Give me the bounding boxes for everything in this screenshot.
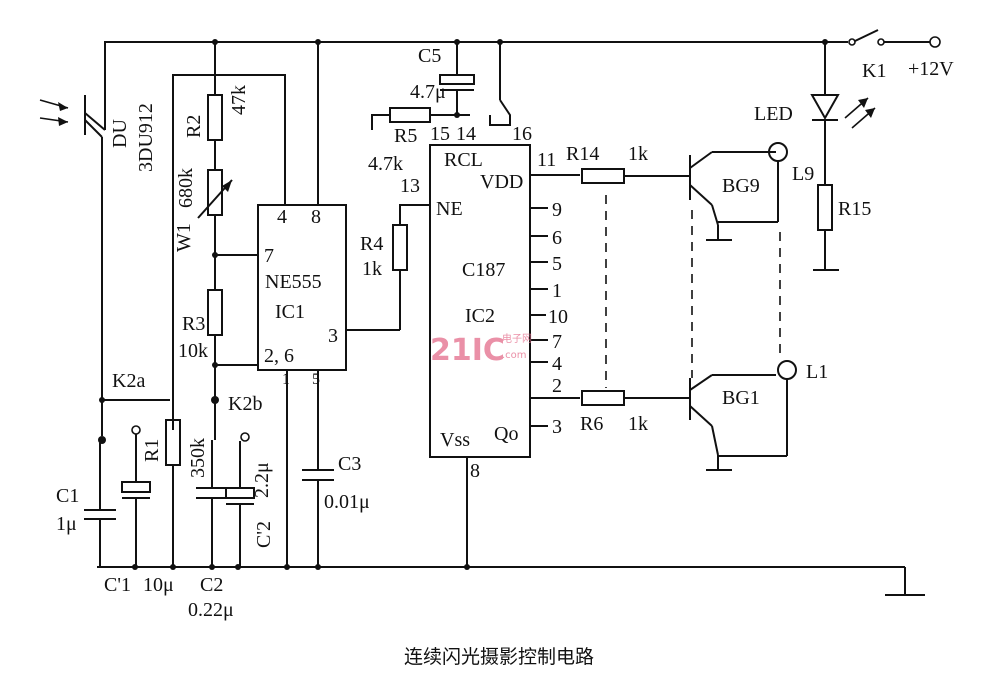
k2b-network: K2b 350k 2.2μ C'2 C2 0.22μ bbox=[187, 393, 275, 621]
ic2-pin4: 4 bbox=[552, 353, 562, 375]
c2-value: 0.22μ bbox=[188, 599, 234, 621]
c1p-value: 10μ bbox=[143, 574, 174, 596]
top-rail bbox=[104, 39, 848, 205]
ic2-qo: Qo bbox=[494, 423, 518, 445]
bg9-stage: R14 1k BG9 L9 bbox=[566, 142, 814, 241]
r6-ref: R6 bbox=[580, 413, 603, 435]
r6-value: 1k bbox=[628, 413, 648, 435]
bg9-ref: BG9 bbox=[722, 175, 760, 197]
ic2-ref: IC2 bbox=[465, 305, 495, 327]
ic2-pin15: 15 bbox=[430, 123, 450, 145]
watermark-sub: 电子网 bbox=[502, 332, 532, 345]
c5-ref: C5 bbox=[418, 45, 441, 67]
l9-ref: L9 bbox=[792, 163, 814, 185]
ic2-pin8: 8 bbox=[470, 460, 480, 482]
r14-value: 1k bbox=[628, 143, 648, 165]
ground-rail bbox=[97, 564, 925, 596]
ic2-vss: Vss bbox=[440, 429, 470, 451]
c5-r5: C5 4.7μ R5 4.7k bbox=[368, 45, 475, 175]
ic2-pin2: 2 bbox=[552, 375, 562, 397]
du-part: 3DU912 bbox=[135, 103, 157, 172]
ic2-pin3: 3 bbox=[552, 416, 562, 438]
ic2-pin14: 14 bbox=[456, 123, 476, 145]
led-indicator: LED R15 bbox=[754, 94, 876, 271]
ic2-pin5: 5 bbox=[552, 253, 562, 275]
ic1-ref: IC1 bbox=[275, 301, 305, 323]
ic2-pin16: 16 bbox=[512, 123, 532, 145]
led-ref: LED bbox=[754, 103, 793, 125]
r2-ref: R2 bbox=[183, 115, 205, 138]
ic1-ne555: 4 8 7 NE555 IC1 3 2, 6 1 5 bbox=[257, 204, 401, 567]
c2p-value: 2.2μ bbox=[251, 462, 273, 498]
timing-divider: R2 47k W1 680k R3 10k bbox=[173, 85, 258, 400]
ic2-pin13: 13 bbox=[400, 175, 420, 197]
repeat-dashes bbox=[605, 195, 781, 388]
r15-ref: R15 bbox=[838, 198, 871, 220]
ic2-pin11: 11 bbox=[537, 149, 556, 171]
r4-value: 1k bbox=[362, 258, 382, 280]
watermark: 21IC 电子网 .com bbox=[430, 332, 532, 368]
ic1-pin8: 8 bbox=[311, 206, 321, 228]
ic1-pin3: 3 bbox=[328, 325, 338, 347]
diagram-caption: 连续闪光摄影控制电路 bbox=[404, 646, 594, 668]
power-label: +12V bbox=[908, 58, 954, 80]
ic2-pin1: 1 bbox=[552, 280, 562, 302]
r4-resistor: R4 1k bbox=[360, 204, 430, 280]
r1-value: 350k bbox=[187, 438, 209, 478]
w1-value: 680k bbox=[175, 168, 197, 208]
r14-ref: R14 bbox=[566, 143, 599, 165]
phototransistor-du: DU 3DU912 bbox=[39, 95, 157, 400]
r3-ref: R3 bbox=[182, 313, 205, 335]
r5-value: 4.7k bbox=[368, 153, 403, 175]
k1-switch: K1 +12V bbox=[848, 29, 954, 82]
ic2-ne: NE bbox=[436, 198, 463, 220]
ic2-pin9: 9 bbox=[552, 199, 562, 221]
c5-value: 4.7μ bbox=[410, 81, 446, 103]
ic1-pin4: 4 bbox=[277, 206, 287, 228]
c2-ref: C2 bbox=[200, 574, 223, 596]
c2p-ref: C'2 bbox=[253, 521, 275, 548]
k2b-ref: K2b bbox=[228, 393, 262, 415]
c3-capacitor: C3 0.01μ bbox=[302, 453, 370, 567]
watermark-domain: .com bbox=[502, 350, 527, 361]
k2a-network: K2a C1 1μ R1 C'1 10μ bbox=[56, 370, 181, 596]
c3-value: 0.01μ bbox=[324, 491, 370, 513]
r5-ref: R5 bbox=[394, 125, 417, 147]
l1-ref: L1 bbox=[806, 361, 828, 383]
c1-ref: C1 bbox=[56, 485, 79, 507]
ic2-vdd: VDD bbox=[480, 171, 523, 193]
c3-ref: C3 bbox=[338, 453, 361, 475]
ic1-part: NE555 bbox=[265, 271, 322, 293]
r4-ref: R4 bbox=[360, 233, 383, 255]
ic2-pin7: 7 bbox=[552, 331, 562, 353]
k1-label: K1 bbox=[862, 60, 886, 82]
pin4-wire bbox=[172, 74, 286, 430]
ic1-pin7: 7 bbox=[264, 245, 274, 267]
bg1-stage: R6 1k BG1 L1 bbox=[580, 360, 828, 471]
pin16-wire bbox=[489, 99, 511, 126]
ic2-pin10: 10 bbox=[548, 306, 568, 328]
r1-ref: R1 bbox=[141, 439, 163, 462]
bg1-ref: BG1 bbox=[722, 387, 760, 409]
du-ref: DU bbox=[109, 119, 131, 148]
ic1-pin26: 2, 6 bbox=[264, 345, 294, 367]
ic2-part: C187 bbox=[462, 259, 505, 281]
ic2-rcl: RCL bbox=[444, 149, 483, 171]
ic1-pin5: 5 bbox=[312, 371, 320, 388]
w1-ref: W1 bbox=[173, 223, 195, 252]
watermark-brand: 21IC bbox=[430, 333, 505, 368]
ic2-pin6: 6 bbox=[552, 227, 562, 249]
r3-value: 10k bbox=[178, 340, 208, 362]
k2a-ref: K2a bbox=[112, 370, 145, 392]
r2-value: 47k bbox=[228, 85, 250, 115]
c1p-ref: C'1 bbox=[104, 574, 131, 596]
c1-value: 1μ bbox=[56, 513, 77, 535]
ic2-c187: 15 14 16 RCL VDD 13 NE C187 IC2 Vss Qo 8… bbox=[400, 123, 580, 567]
